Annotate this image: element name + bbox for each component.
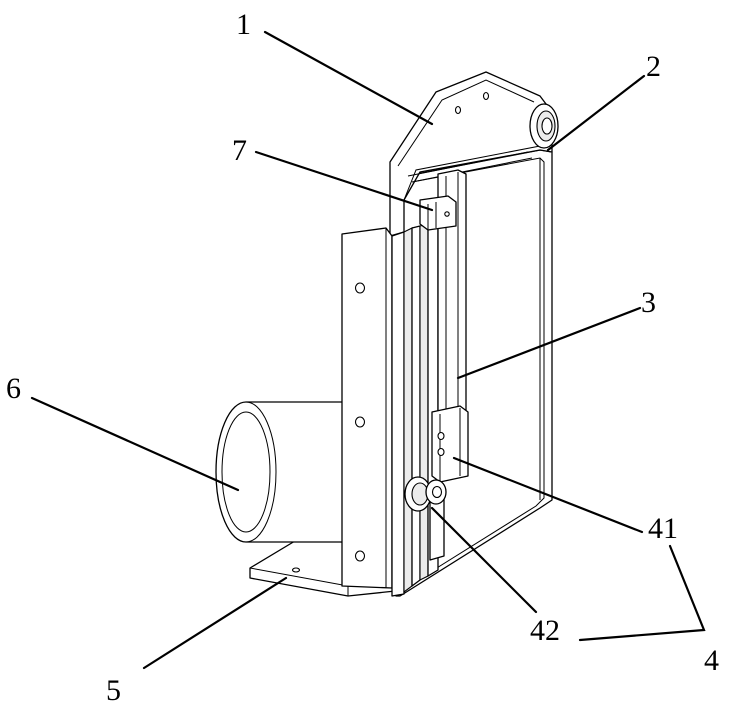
mount-hole xyxy=(356,283,365,293)
leader-5 xyxy=(144,578,286,668)
base-hole xyxy=(293,568,300,572)
bracket-screw xyxy=(438,433,444,440)
label-1: 1 xyxy=(236,8,251,41)
leader-1 xyxy=(265,32,432,124)
label-6: 6 xyxy=(6,372,21,405)
sensor-bracket xyxy=(432,406,468,482)
bracket-hole xyxy=(456,107,461,114)
pivot-roller xyxy=(530,104,558,148)
motor xyxy=(216,402,350,542)
label-41: 41 xyxy=(648,512,678,545)
leader-4 xyxy=(580,546,704,640)
clamp-screw xyxy=(445,212,449,216)
label-2: 2 xyxy=(646,50,661,83)
label-4: 4 xyxy=(704,644,719,677)
label-7: 7 xyxy=(232,134,247,167)
mount-hole xyxy=(356,551,365,561)
mount-hole xyxy=(356,417,365,427)
clamp-block xyxy=(420,196,456,230)
side-mount-plate xyxy=(342,228,392,588)
label-3: 3 xyxy=(641,286,656,319)
leader-6 xyxy=(32,398,238,490)
label-42: 42 xyxy=(530,614,560,647)
bracket-hole xyxy=(484,93,489,100)
label-5: 5 xyxy=(106,674,121,707)
bracket-screw xyxy=(438,449,444,456)
leader-2 xyxy=(548,76,644,150)
